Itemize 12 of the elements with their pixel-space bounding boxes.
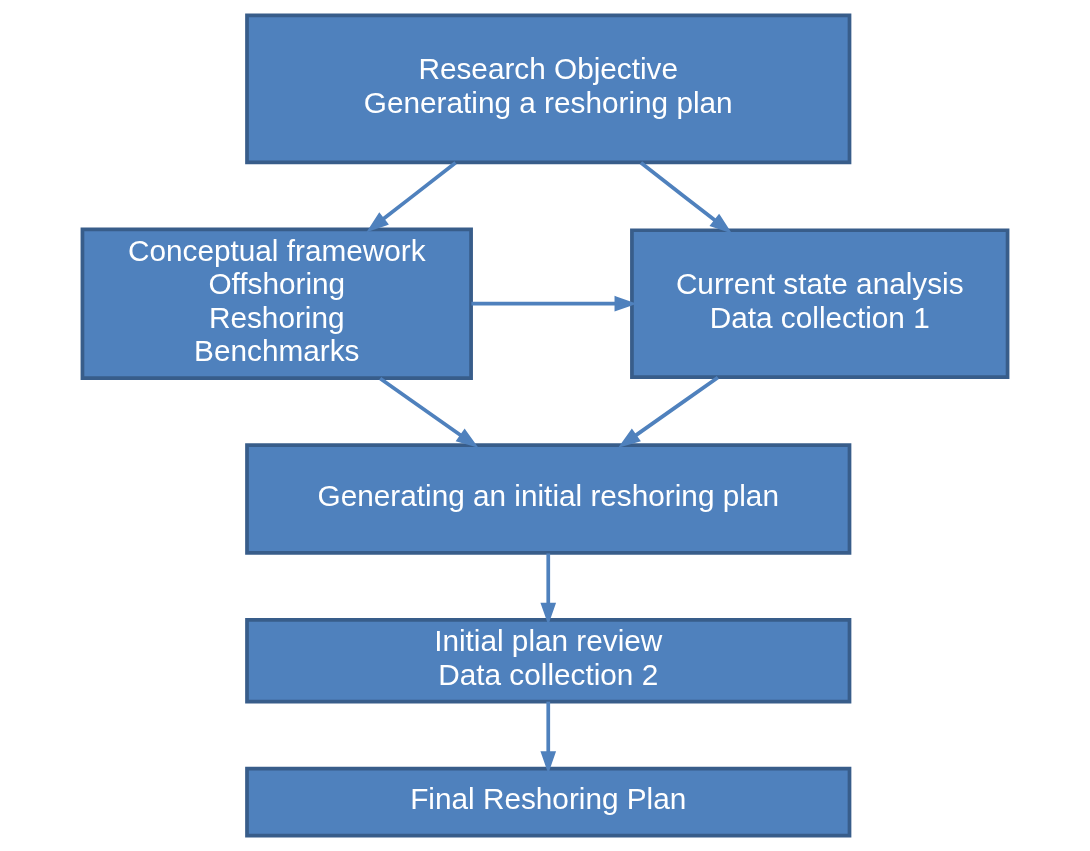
node-box: Current state analysis Data collection 1 [630, 228, 1010, 379]
arrow [618, 375, 719, 448]
node-box: Research Objective Generating a reshoring plan [245, 13, 852, 165]
arrow [471, 295, 637, 312]
arrow [366, 161, 457, 233]
node-box: Final Reshoring Plan [245, 766, 852, 838]
arrow [379, 377, 479, 448]
node-box: Conceptual framework Offshoring Reshoring Benchmarks [80, 227, 473, 380]
node-box: Initial plan review Data collection 2 [245, 617, 852, 704]
node-box: Generating an initial reshoring plan [245, 443, 852, 555]
arrow [540, 701, 557, 774]
arrow [639, 161, 732, 234]
